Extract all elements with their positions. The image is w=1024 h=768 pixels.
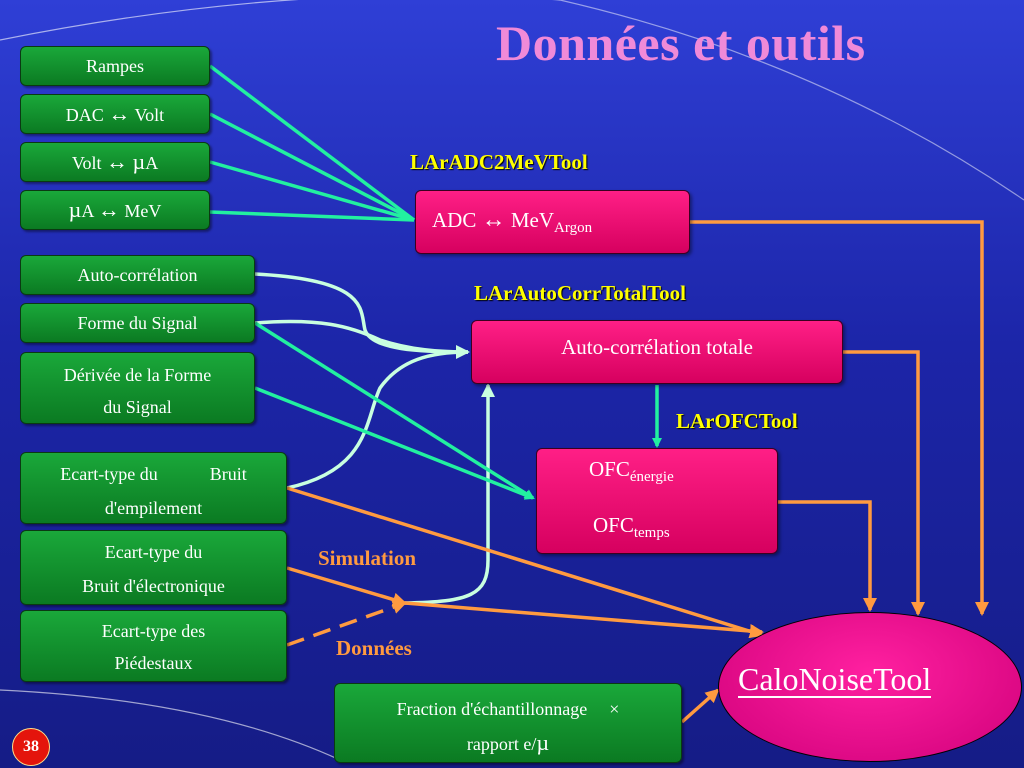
- input-dac-volt: DAC ↔ Volt: [20, 94, 210, 134]
- box-autocorr-total: Auto-corrélation totale: [471, 320, 843, 384]
- box-ofc: OFCénergie OFCtemps: [536, 448, 778, 554]
- input-electronique-line1: Ecart-type du: [104, 542, 203, 562]
- input-piedestaux-line1: Ecart-type des: [101, 621, 206, 641]
- box-adc-mev: ADC ↔ MeVArgon: [415, 190, 690, 254]
- box-ofc-energie-label: OFCénergie: [589, 457, 674, 486]
- input-derivee-line2: du Signal: [103, 397, 172, 417]
- label-simulation: Simulation: [318, 546, 417, 570]
- tool-adc2mev: LArADC2MeVTool: [410, 150, 588, 174]
- page-number: 38: [12, 728, 50, 766]
- input-forme-signal: Forme du Signal: [20, 303, 255, 343]
- input-forme-signal-label: Forme du Signal: [77, 313, 198, 333]
- input-piedestaux-line2: Piédestaux: [114, 653, 193, 673]
- tool-ofc: LArOFCTool: [676, 409, 798, 433]
- label-donnees: Données: [336, 636, 412, 660]
- input-electronique-line2: Bruit d'électronique: [82, 576, 225, 596]
- box-autocorr-total-label: Auto-corrélation totale: [561, 335, 753, 359]
- input-derivee-line1: Dérivée de la Forme: [63, 365, 212, 385]
- input-dac-volt-label: DAC ↔ Volt: [65, 101, 165, 126]
- box-ofc-temps-label: OFCtemps: [593, 513, 670, 542]
- input-fraction-line2: rapport e/µ: [466, 730, 550, 755]
- input-empilement-line2: d'empilement: [104, 498, 203, 518]
- input-ua-mev: µA ↔ MeV: [20, 190, 210, 230]
- input-derivee-signal: Dérivée de la Forme du Signal: [20, 352, 255, 424]
- aqua-lines-adc: [208, 64, 416, 222]
- input-piedestaux: Ecart-type des Piédestaux: [20, 610, 287, 682]
- page-title: Données et outils: [496, 15, 866, 71]
- input-fraction-line1: Fraction d'échantillonnage×: [396, 699, 620, 719]
- tool-autocorr: LArAutoCorrTotalTool: [474, 281, 686, 305]
- orange-lines: [286, 220, 989, 724]
- calonoisetool-label: CaloNoiseTool: [738, 661, 932, 698]
- input-volt-ua: Volt ↔ µA: [20, 142, 210, 182]
- input-rampes: Rampes: [20, 46, 210, 86]
- input-fraction-echantillonnage: Fraction d'échantillonnage× rapport e/µ: [334, 683, 682, 763]
- calonoisetool-ellipse: [718, 612, 1022, 762]
- input-auto-correlation: Auto-corrélation: [20, 255, 255, 295]
- input-ua-mev-label: µA ↔ MeV: [68, 197, 162, 222]
- input-auto-correlation-label: Auto-corrélation: [77, 265, 198, 285]
- box-adc-mev-label: ADC ↔ MeVArgon: [432, 207, 593, 237]
- input-bruit-electronique: Ecart-type du Bruit d'électronique: [20, 530, 287, 605]
- input-rampes-label: Rampes: [86, 56, 144, 76]
- input-volt-ua-label: Volt ↔ µA: [71, 149, 159, 174]
- aqua-lines-ofc: [254, 321, 662, 500]
- mint-lines-autocorr: [254, 272, 495, 605]
